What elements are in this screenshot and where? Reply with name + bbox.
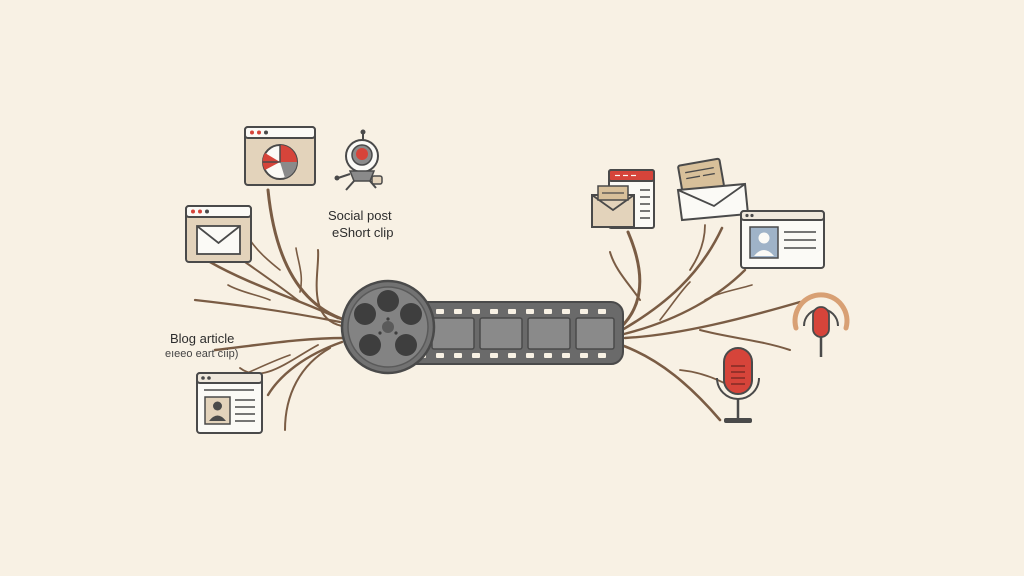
envelope-icon <box>196 225 241 255</box>
short-clip-label: еShort clip <box>332 225 394 240</box>
envelope-browser-icon <box>185 205 252 263</box>
blog-article-sublabel: eıeeο eart cıip) <box>165 348 239 360</box>
left-branches <box>193 188 347 431</box>
profile-card-icon <box>740 210 825 269</box>
film-strip-icon <box>404 301 624 365</box>
film-reel-icon <box>340 279 436 375</box>
mail-letter-icon <box>676 157 750 222</box>
article-page-icon <box>196 372 263 434</box>
pie-chart-browser-icon <box>244 126 316 186</box>
social-post-label: Social post <box>328 208 392 223</box>
pie-chart-icon <box>262 144 298 180</box>
newsletter-icon <box>591 169 655 229</box>
blog-article-label: Blog article <box>170 331 235 346</box>
broadcast-icon <box>792 292 850 357</box>
microphone-icon <box>716 347 760 423</box>
robot-camera-icon <box>334 129 383 191</box>
